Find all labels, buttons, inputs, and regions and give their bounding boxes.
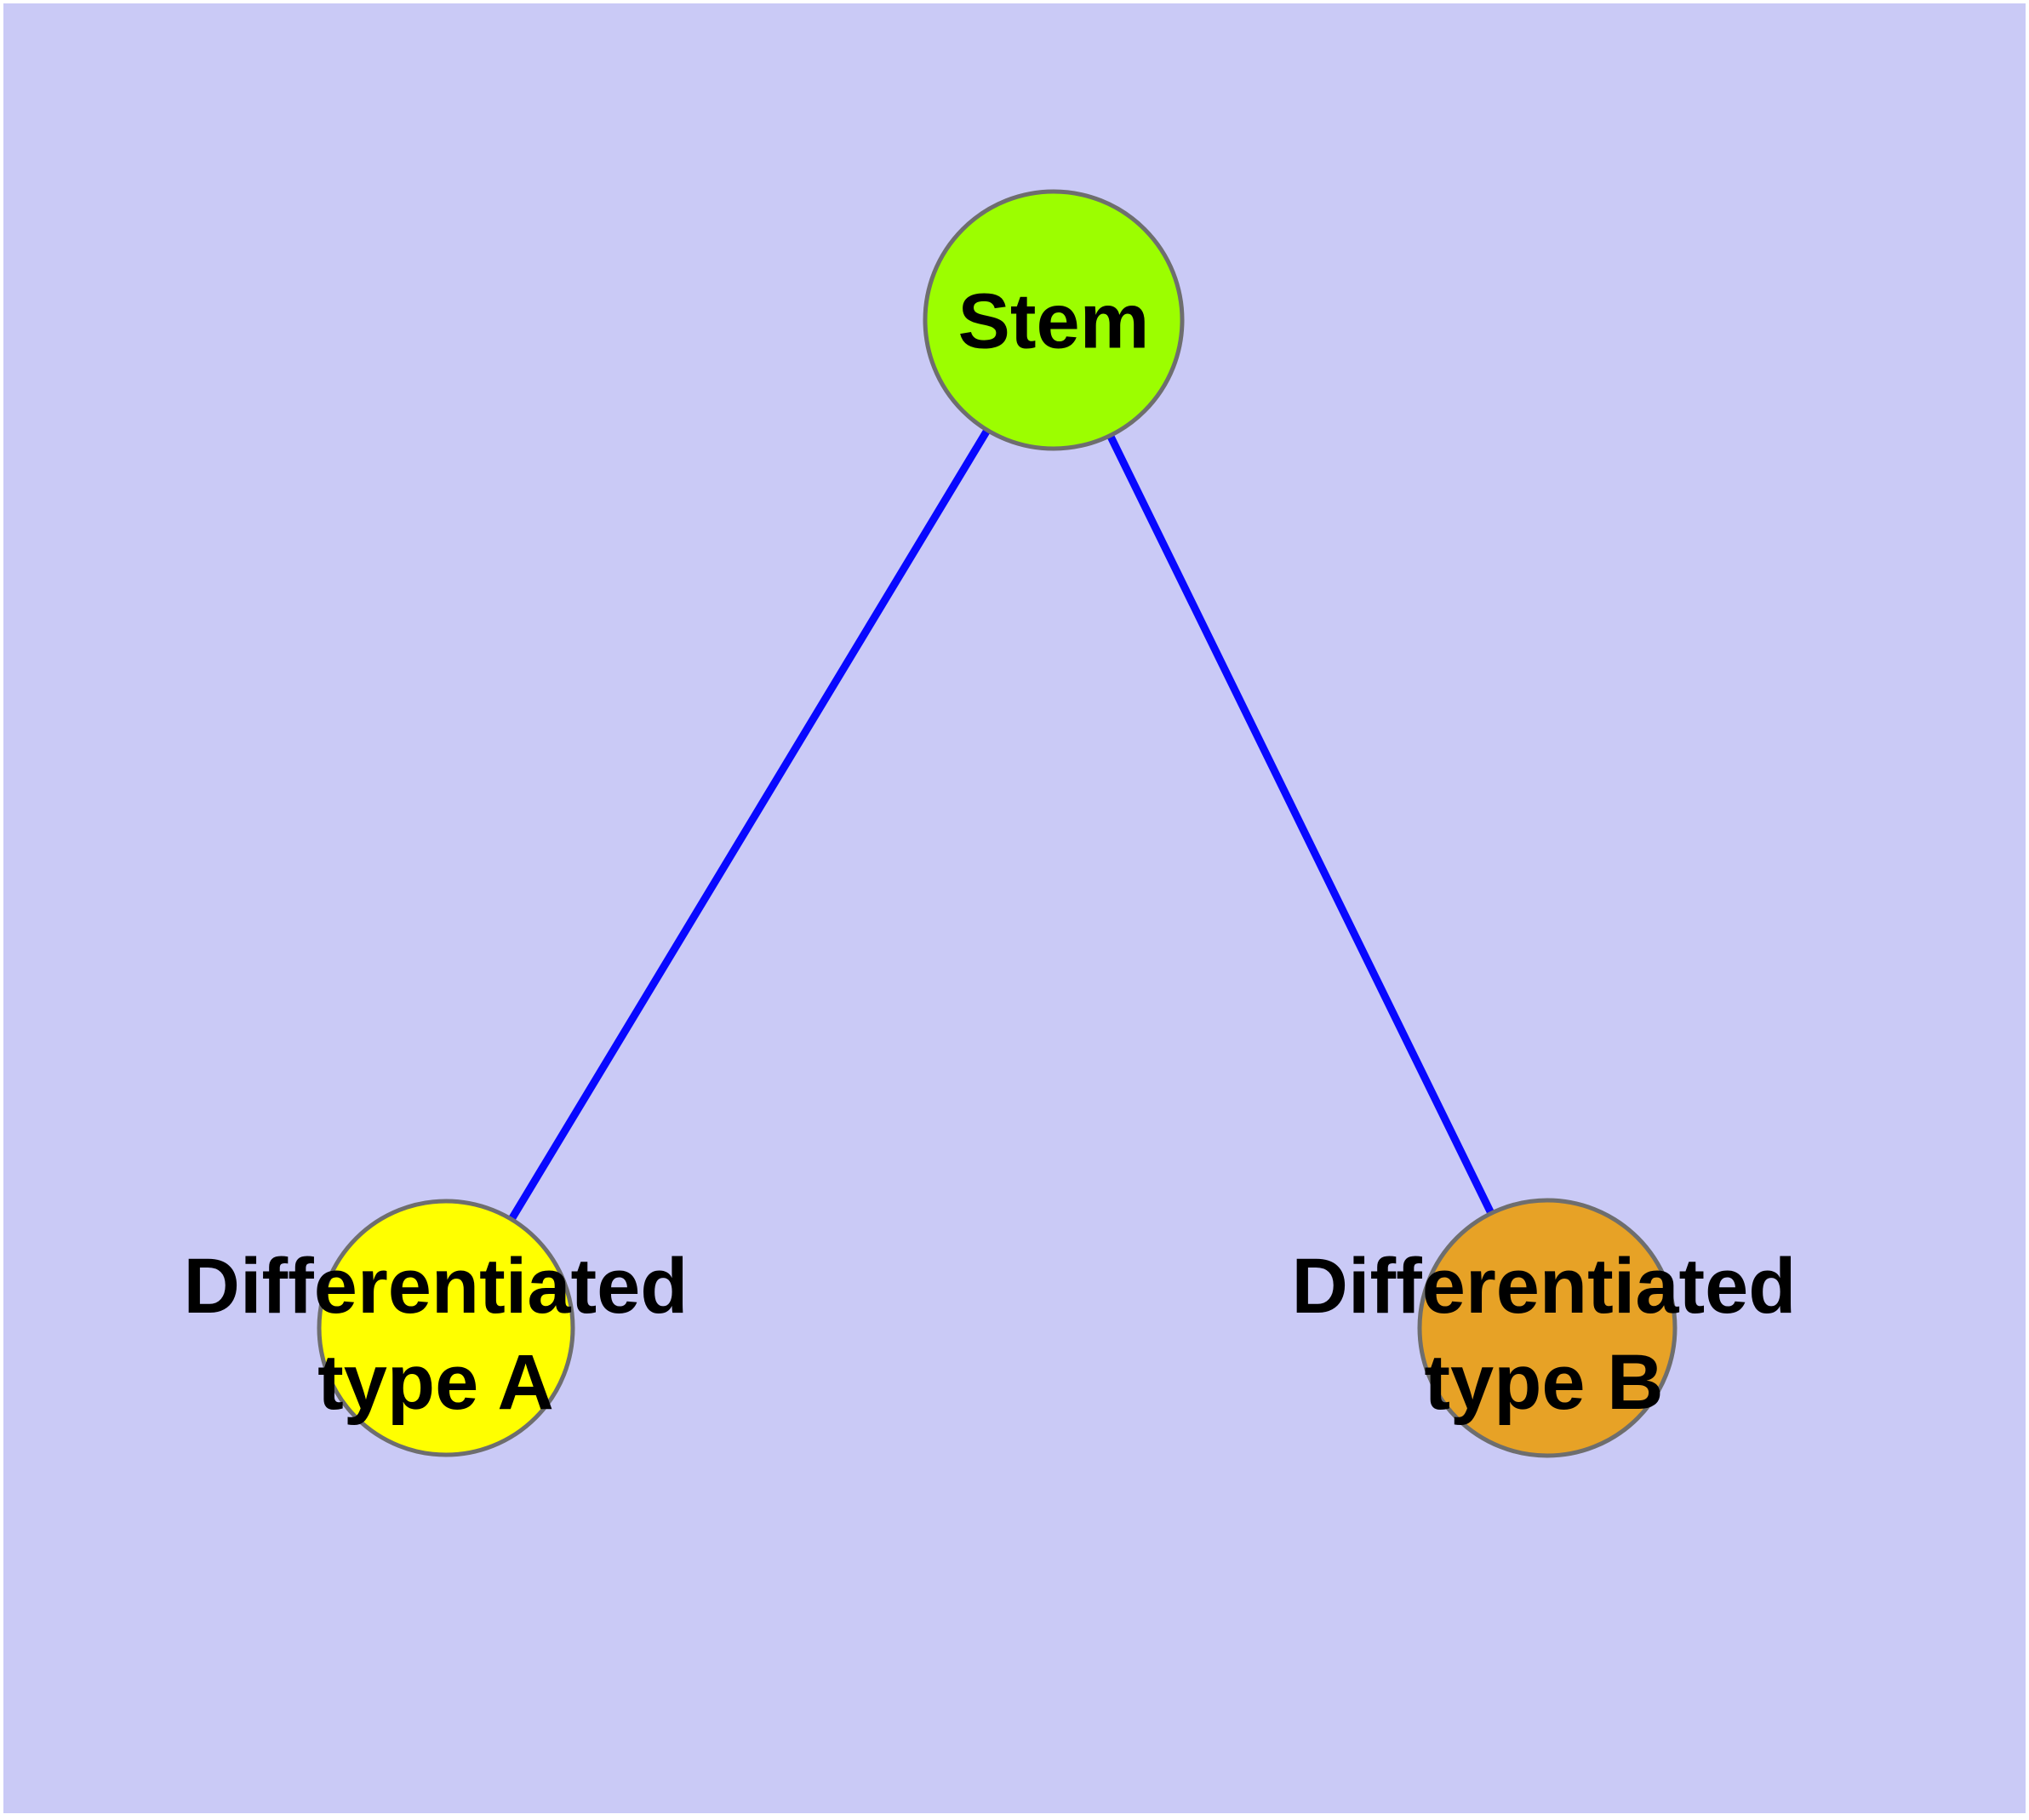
node-differentiated-type-b-label: Differentiated type B	[1292, 1239, 1797, 1431]
node-stem-label: Stem	[958, 274, 1150, 370]
edge-stem-to-type-a	[442, 316, 1058, 1332]
node-differentiated-type-b-label-line2: type B	[1424, 1339, 1664, 1426]
node-stem-label-line: Stem	[957, 278, 1150, 365]
node-differentiated-type-a-label: Differentiated type A	[184, 1239, 689, 1431]
plot-canvas: Stem Differentiated type A Differentiate…	[3, 3, 2026, 1813]
node-differentiated-type-a-label-line2: type A	[317, 1339, 554, 1426]
node-differentiated-type-b-label-line1: Differentiated	[1291, 1243, 1797, 1330]
edge-stem-to-type-b	[1049, 316, 1552, 1332]
node-differentiated-type-a-label-line1: Differentiated	[183, 1243, 689, 1330]
graph-svg	[3, 3, 2026, 1813]
node-differentiated-type-b-circle	[1417, 1198, 1677, 1458]
node-differentiated-type-a-circle	[317, 1199, 575, 1457]
node-stem-circle	[923, 189, 1185, 451]
